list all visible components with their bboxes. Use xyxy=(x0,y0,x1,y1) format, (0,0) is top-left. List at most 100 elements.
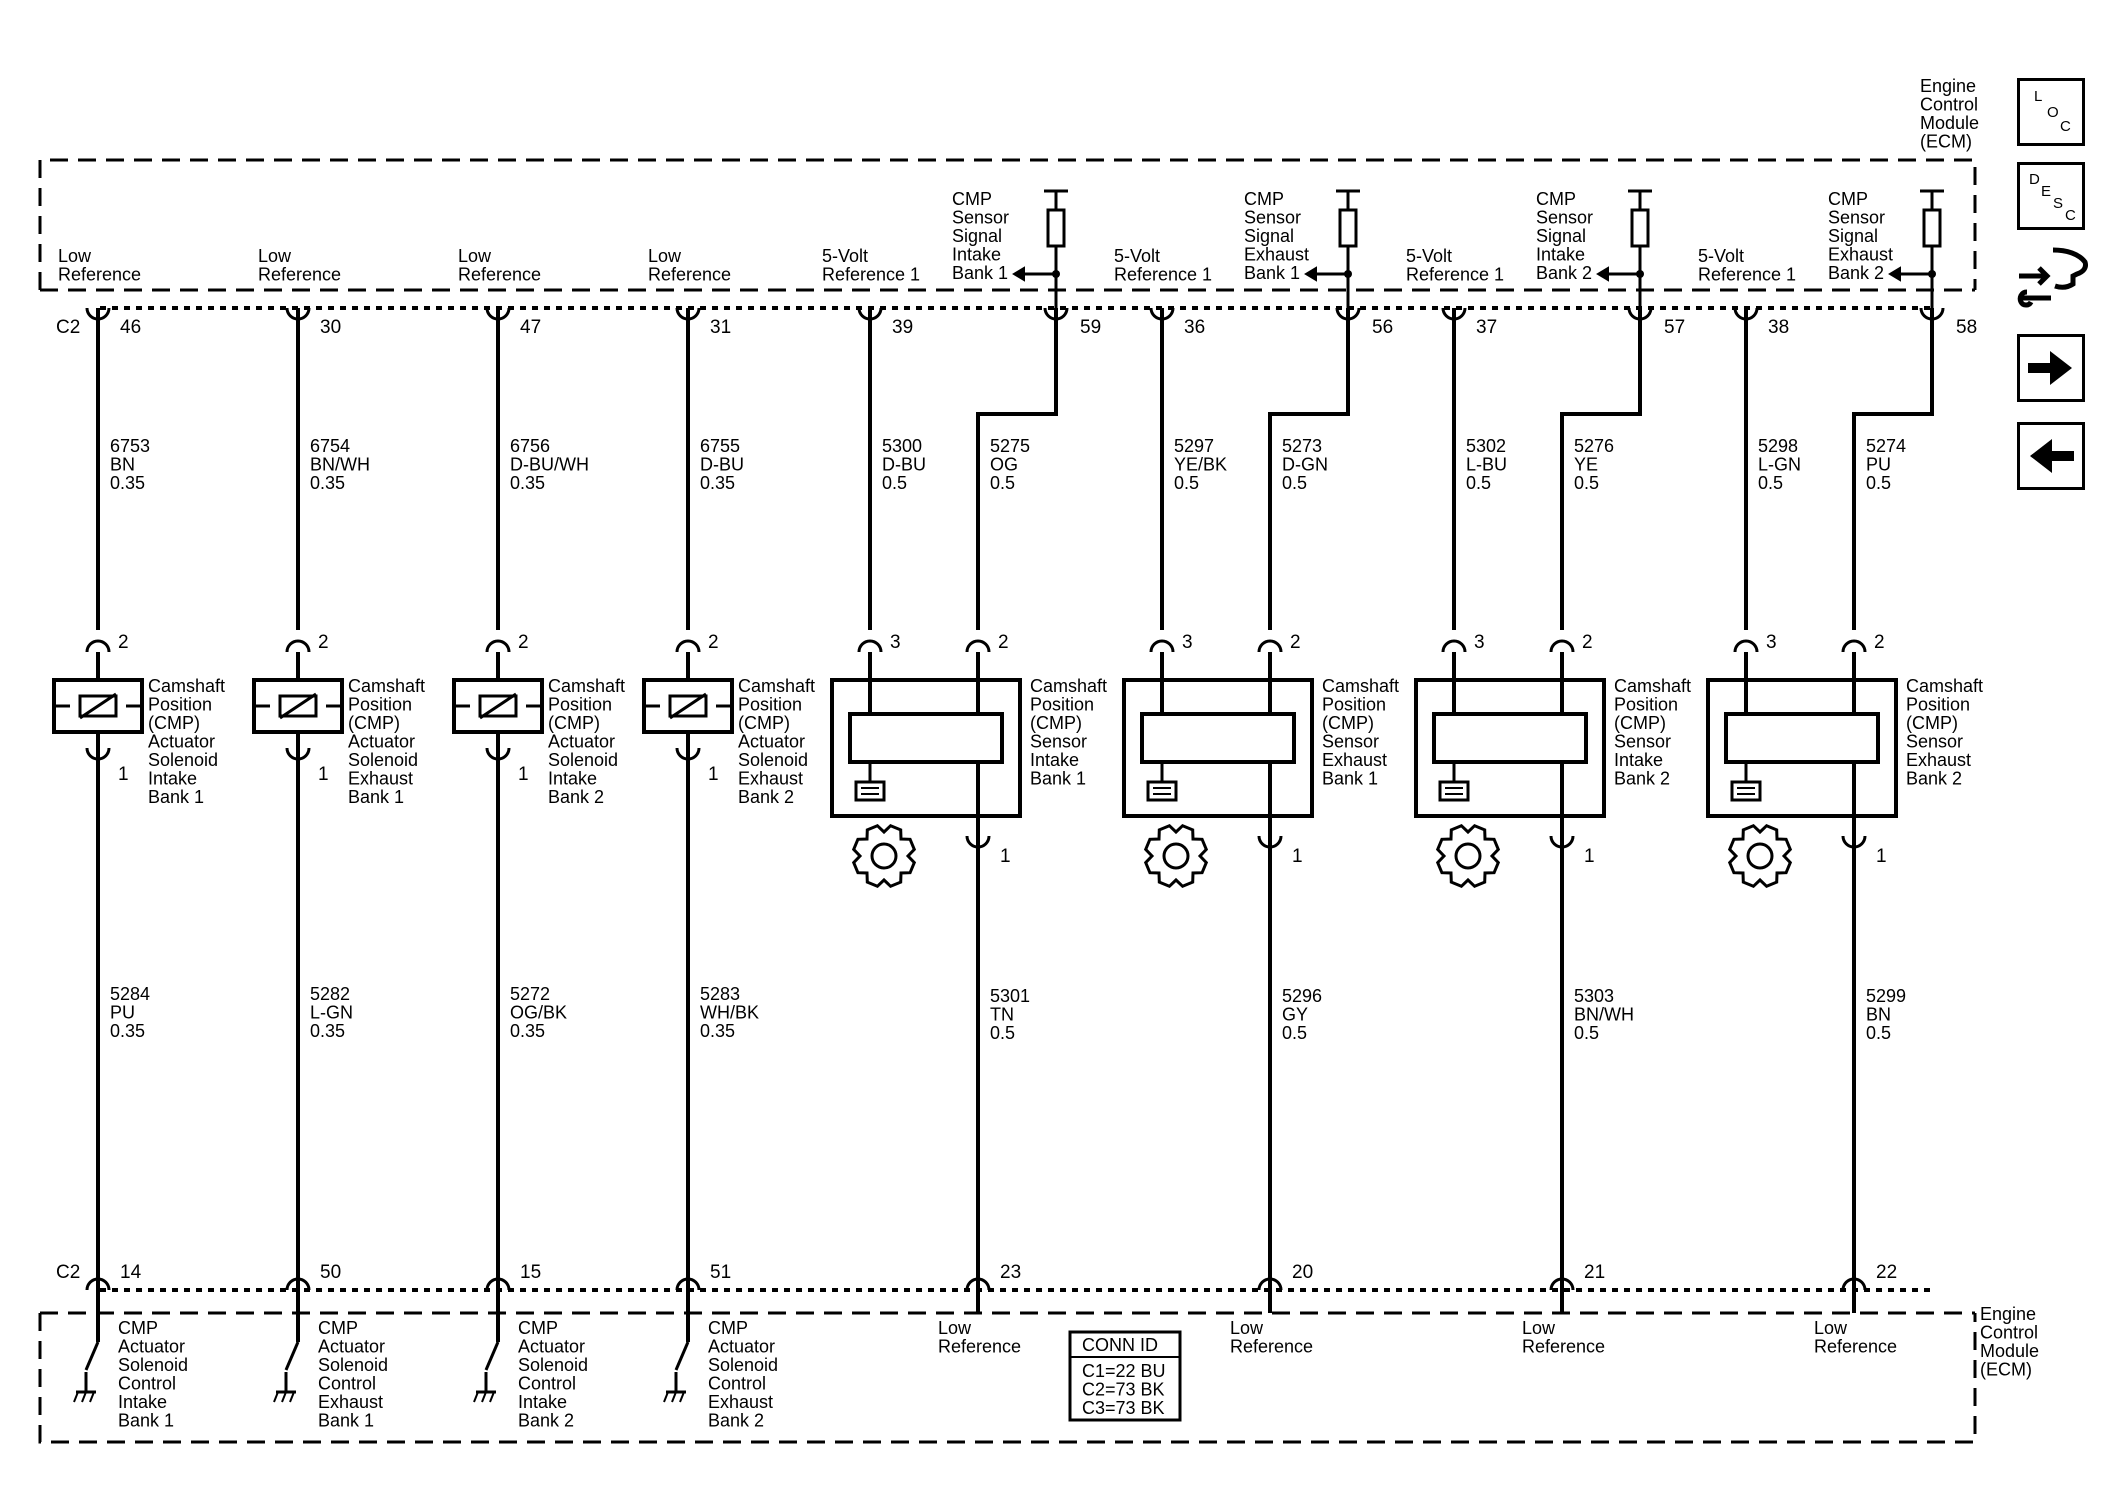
ecm-driver-ground xyxy=(671,1391,677,1403)
solenoid-term-2: 2 xyxy=(318,632,329,653)
sensor-element xyxy=(1140,712,1296,764)
solenoid-bottom-label: Solenoid xyxy=(118,1355,188,1375)
ecm-driver-ground xyxy=(289,1391,295,1403)
gear-icon xyxy=(1143,823,1209,889)
sensor-signal-wire-label: 5275 xyxy=(990,436,1030,456)
signal-arrow xyxy=(1596,266,1609,282)
solenoid-label: Solenoid xyxy=(348,750,418,770)
solenoid-bottom-pin: 15 xyxy=(520,1262,541,1283)
description-button[interactable]: D E S C xyxy=(2017,162,2085,230)
solenoid-coil-slash xyxy=(279,692,317,720)
sensor-body xyxy=(1122,678,1314,818)
solenoid-bottom-label: Control xyxy=(318,1374,376,1394)
sensor-term-2: 2 xyxy=(1874,632,1885,653)
previous-page-button[interactable] xyxy=(2017,422,2085,490)
solenoid-terminal-2 xyxy=(675,639,701,653)
sensor-label: Camshaft xyxy=(1322,676,1399,696)
solenoid-bottom-label: Exhaust xyxy=(318,1392,383,1412)
solenoid-wire-bottom: 0.35 xyxy=(310,1021,345,1041)
connector-view-button[interactable] xyxy=(2017,244,2089,312)
sensor-term-3: 3 xyxy=(890,632,901,653)
sensor-low-pin: 21 xyxy=(1584,1262,1605,1283)
solenoid-label: Actuator xyxy=(548,732,615,752)
ecm-pin-low xyxy=(1841,1277,1867,1291)
sensor-low-label: Low xyxy=(1814,1318,1848,1338)
solenoid-label: Bank 1 xyxy=(348,787,404,807)
solenoid-bottom-label: Bank 2 xyxy=(708,1411,764,1431)
signal-arrow xyxy=(1888,266,1901,282)
signal-arrow xyxy=(1304,266,1317,282)
sensor-signal-wire-label: 5273 xyxy=(1282,436,1322,456)
solenoid-wire-bottom: OG/BK xyxy=(510,1003,567,1023)
sensor-ref-wire-label: 5298 xyxy=(1758,436,1798,456)
solenoid-wire-bottom: L-GN xyxy=(310,1003,353,1023)
sensor-label: (CMP) xyxy=(1614,713,1666,733)
sensor-signal-label: Bank 2 xyxy=(1536,263,1592,283)
solenoid-term-1: 1 xyxy=(518,764,529,785)
sensor-signal-wire xyxy=(1560,308,1642,630)
pullup-resistor xyxy=(1922,208,1942,248)
solenoid-bottom-pin: 50 xyxy=(320,1262,341,1283)
solenoid-label: Exhaust xyxy=(738,769,803,789)
location-button[interactable]: L O C xyxy=(2017,78,2085,146)
ecm-driver-ground xyxy=(273,1391,279,1403)
sensor-ref-label: Reference 1 xyxy=(822,265,920,285)
sensor-label: Camshaft xyxy=(1030,676,1107,696)
solenoid-wire-top: 6756 xyxy=(510,436,550,456)
solenoid-bottom-label: Actuator xyxy=(318,1337,385,1357)
sensor-ref-wire-label: L-GN xyxy=(1758,455,1801,475)
pullup-resistor xyxy=(1338,208,1358,248)
solenoid-bottom-label: Bank 1 xyxy=(118,1411,174,1431)
solenoid-bottom-label: CMP xyxy=(518,1318,558,1338)
sensor-ref-pin: 36 xyxy=(1184,317,1205,338)
solenoid-coil xyxy=(78,694,118,718)
sensor-terminal-2 xyxy=(1841,639,1867,653)
ecm-driver-switch xyxy=(284,1341,300,1371)
loc-letter-c: C xyxy=(2060,118,2071,135)
ecm-driver-ground xyxy=(89,1391,95,1403)
sensor-element xyxy=(1432,712,1588,764)
ecm-driver-switch xyxy=(674,1341,690,1371)
sensor-signal-pin: 57 xyxy=(1664,317,1685,338)
ecm-driver-ground xyxy=(663,1391,669,1403)
sensor-terminal-2 xyxy=(1257,639,1283,653)
sensor-low-wire-label: 0.5 xyxy=(1574,1023,1599,1043)
sensor-term-1: 1 xyxy=(1876,846,1887,867)
solenoid-wire-bottom: 5283 xyxy=(700,984,740,1004)
solenoid-wire-top: 0.35 xyxy=(700,473,735,493)
gear-icon xyxy=(1727,823,1793,889)
conn-id-line: C3=73 BK xyxy=(1082,1398,1165,1418)
sensor-low-wire-label: 5303 xyxy=(1574,986,1614,1006)
sensor-label: Exhaust xyxy=(1906,750,1971,770)
connector-wrench-icon xyxy=(2017,247,2088,308)
sensor-ref-wire-label: 5302 xyxy=(1466,436,1506,456)
signal-arrow xyxy=(1012,266,1025,282)
solenoid-label: Position xyxy=(548,695,612,715)
solenoid-label: Solenoid xyxy=(738,750,808,770)
solenoid-top-pin: 31 xyxy=(710,317,731,338)
solenoid-label: Bank 2 xyxy=(738,787,794,807)
solenoid-label: Actuator xyxy=(148,732,215,752)
sensor-term-2: 2 xyxy=(998,632,1009,653)
solenoid-top-label: Low xyxy=(648,246,682,266)
solenoid-bottom-label: Control xyxy=(118,1374,176,1394)
sensor-signal-label: Exhaust xyxy=(1244,245,1309,265)
sensor-ref-wire-label: 5297 xyxy=(1174,436,1214,456)
next-page-button[interactable] xyxy=(2017,334,2085,402)
ecm-pin-bottom xyxy=(285,1277,311,1291)
sensor-label: Position xyxy=(1906,695,1970,715)
sensor-low-wire-label: TN xyxy=(990,1005,1014,1025)
solenoid-wire-top: 0.35 xyxy=(110,473,145,493)
sensor-label: Intake xyxy=(1030,750,1079,770)
sensor-ref-label: 5-Volt xyxy=(1406,246,1452,266)
sensor-low-pin: 23 xyxy=(1000,1262,1021,1283)
gear-icon xyxy=(1435,823,1501,889)
sensor-low-wire-label: BN/WH xyxy=(1574,1005,1634,1025)
sensor-signal-label: Signal xyxy=(1536,226,1586,246)
ecm-bottom-label: Engine xyxy=(1980,1304,2036,1324)
sensor-low-wire-label: BN xyxy=(1866,1005,1891,1025)
ecm-pin-bottom xyxy=(85,1277,111,1291)
sensor-signal-wire-label: 0.5 xyxy=(1282,473,1307,493)
